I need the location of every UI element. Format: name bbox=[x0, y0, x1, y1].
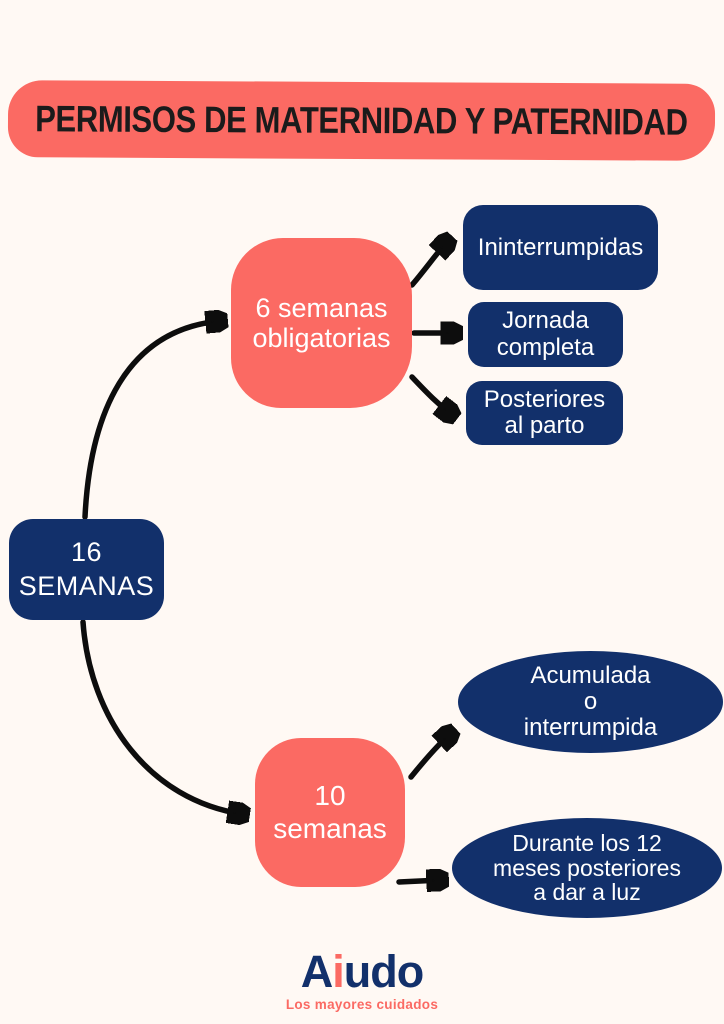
leaf-ininterrumpidas: Ininterrumpidas bbox=[463, 205, 658, 290]
logo-tagline: Los mayores cuidados bbox=[285, 997, 439, 1013]
node-label-line: completa bbox=[496, 333, 595, 361]
node-label-line: interrumpida bbox=[523, 713, 658, 741]
arrow-16-to-10-semanas bbox=[80, 619, 242, 814]
arrow-10-to-acumulada bbox=[408, 734, 450, 780]
node-label-line: Ininterrumpidas bbox=[477, 233, 644, 261]
arrow-6-to-ininterrumpidas bbox=[409, 242, 447, 288]
aiudo-logo: Aiudo Los mayores cuidados bbox=[0, 948, 724, 1012]
node-label-line: al parto bbox=[504, 412, 585, 439]
leaf-jornada-completa: Jornada completa bbox=[468, 302, 623, 367]
node-label-line: Durante los 12 bbox=[512, 830, 662, 857]
node-label-line: semanas bbox=[273, 812, 387, 844]
node-label-line: Posteriores bbox=[483, 385, 606, 413]
leaf-posteriores-al-parto: Posteriores al parto bbox=[466, 381, 623, 445]
arrow-6-to-posteriores bbox=[409, 374, 451, 414]
logo-letter-a: A bbox=[300, 946, 333, 997]
arrow-10-to-durante bbox=[396, 880, 441, 882]
logo-wordmark: Aiudo bbox=[300, 946, 424, 997]
node-label-line: meses posteriores bbox=[493, 854, 681, 881]
node-label-line: obligatorias bbox=[252, 323, 391, 353]
node-label-line: Acumulada bbox=[530, 662, 651, 690]
node-6-semanas-obligatorias: 6 semanas obligatorias bbox=[231, 238, 412, 408]
node-label-line: SEMANAS bbox=[18, 570, 155, 601]
leaf-durante-los-12-meses: Durante los 12 meses posteriores a dar a… bbox=[452, 818, 722, 918]
node-10-semanas: 10 semanas bbox=[255, 738, 405, 887]
arrow-16-to-6-semanas bbox=[82, 321, 220, 520]
node-label-line: a dar a luz bbox=[533, 879, 641, 906]
node-label-line: Jornada bbox=[502, 306, 589, 334]
node-label-line: 16 bbox=[70, 536, 103, 567]
leaf-acumulada-o-interrumpida: Acumulada o interrumpida bbox=[458, 651, 723, 753]
node-16-semanas: 16 SEMANAS bbox=[9, 519, 164, 620]
node-label-line: 6 semanas bbox=[255, 292, 388, 323]
node-label-line: o bbox=[583, 688, 598, 716]
node-label-line: 10 bbox=[314, 780, 346, 812]
logo-letter-i: i bbox=[332, 946, 344, 997]
logo-letters-udo: udo bbox=[343, 946, 424, 997]
